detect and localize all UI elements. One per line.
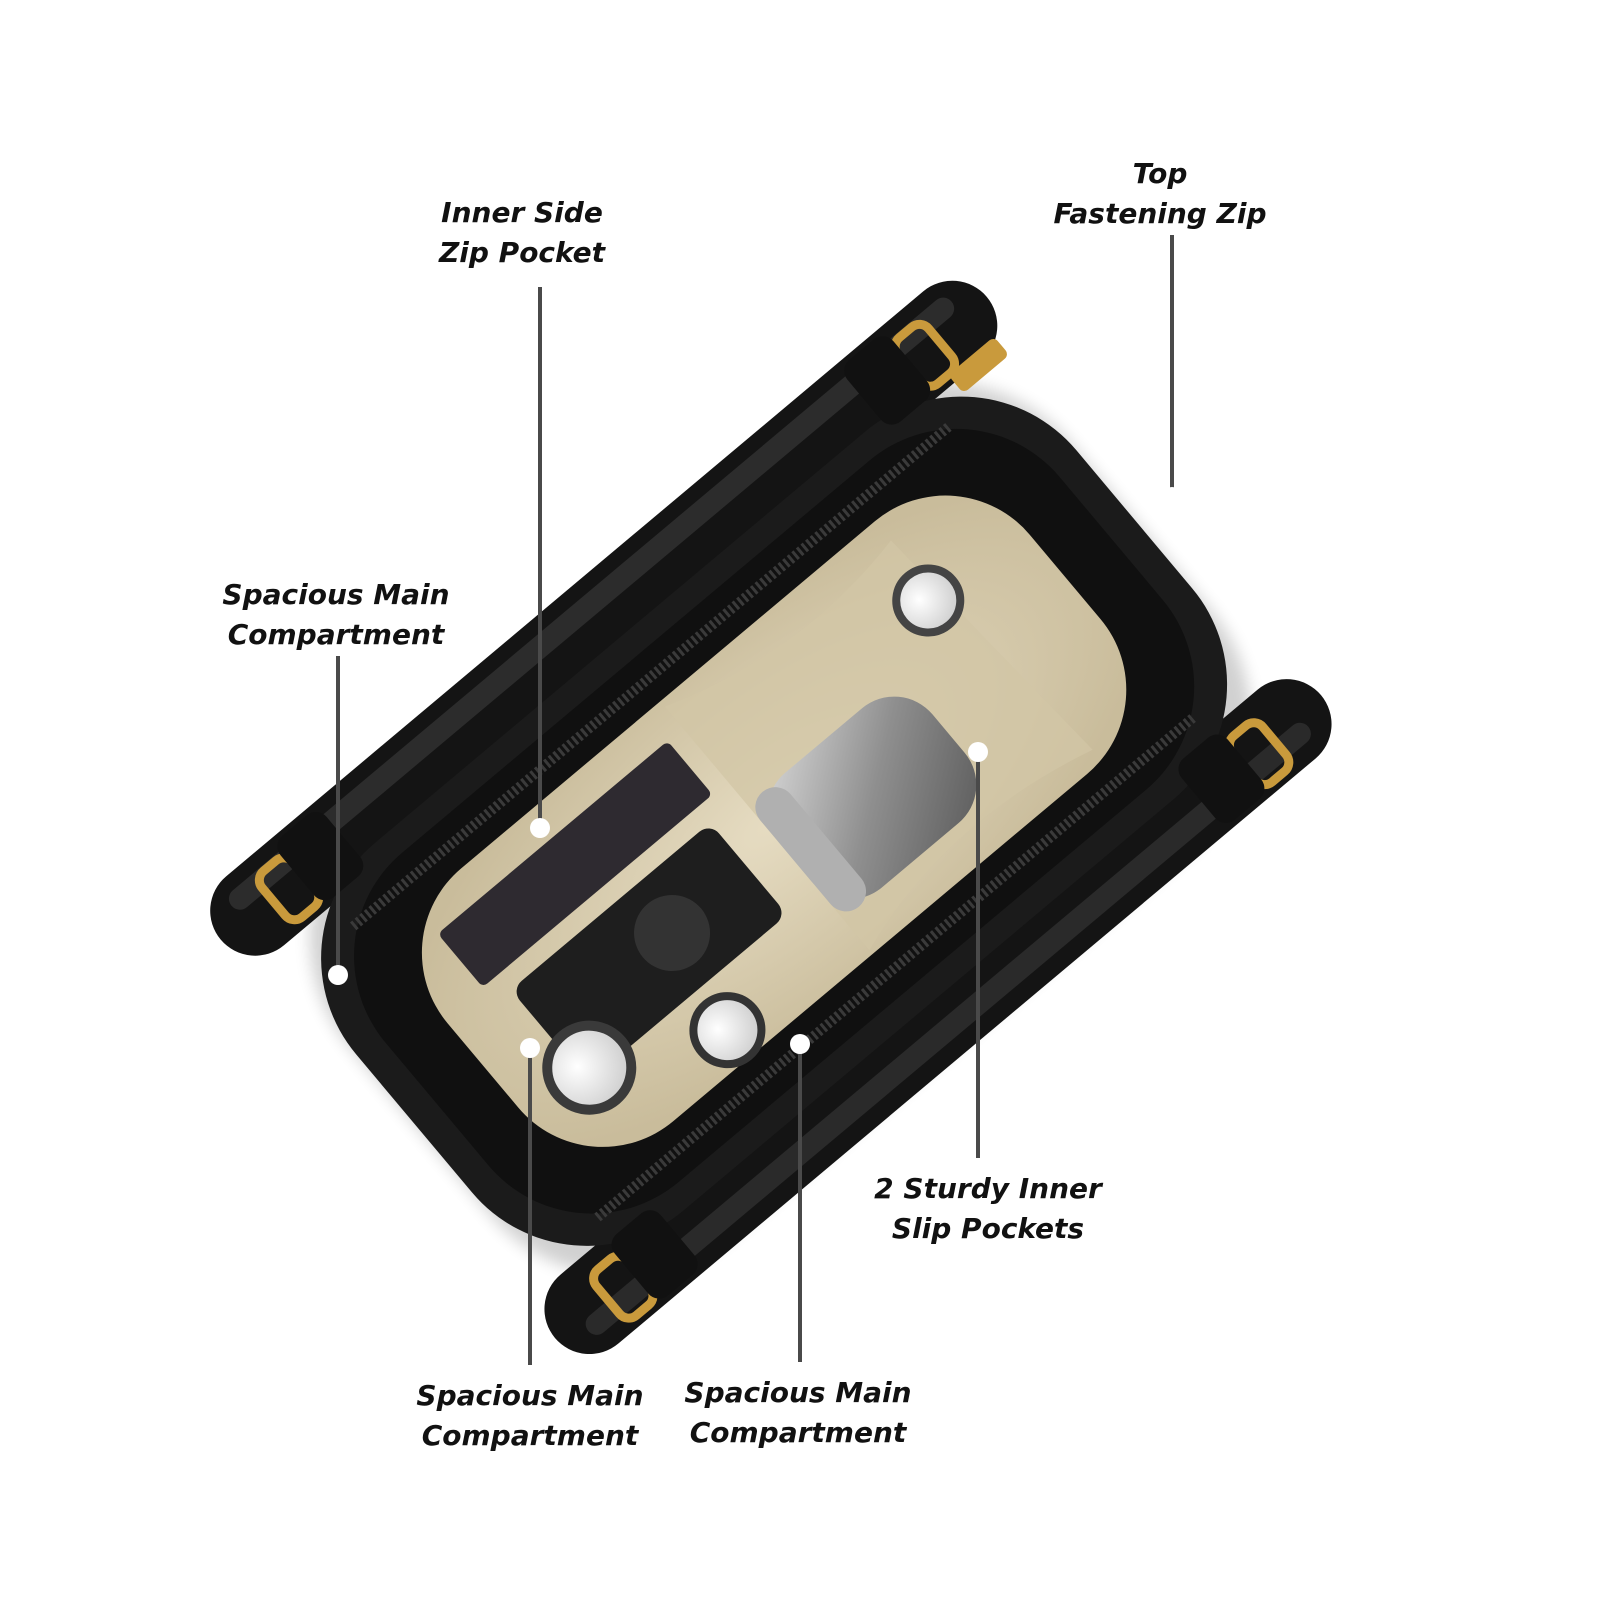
bottle-cap-3 [892, 564, 965, 637]
label-line: Spacious Main [684, 1376, 912, 1409]
bottom-zip-track [594, 712, 1199, 1222]
handle-tab-1 [277, 811, 364, 901]
handle-tab-3 [611, 1210, 698, 1299]
callout-dot-spacious-bottom-left [520, 1038, 540, 1058]
notebook-item [440, 743, 711, 985]
far-handle-highlight [228, 297, 955, 910]
label-sturdy-inner-slip-pockets: 2 Sturdy Inner Slip Pockets [874, 1169, 1102, 1249]
label-line: Spacious Main [416, 1379, 644, 1412]
bottle-cap-2 [689, 992, 766, 1069]
label-line: Top [1132, 157, 1188, 190]
label-line: Compartment [689, 1416, 907, 1449]
silver-tin-rim [755, 787, 867, 912]
far-handle [210, 280, 998, 956]
label-line: Zip Pocket [438, 236, 606, 269]
callout-dot-inner-side-zip [530, 818, 550, 838]
label-inner-side-zip-pocket: Inner Side Zip Pocket [439, 193, 605, 273]
label-line: Compartment [421, 1419, 639, 1452]
label-top-fastening-zip: Top Fastening Zip [1053, 154, 1266, 234]
label-line: Fastening Zip [1053, 197, 1267, 230]
label-line: Slip Pockets [891, 1212, 1085, 1245]
callout-dot-spacious-bottom-right [790, 1034, 810, 1054]
label-line: Inner Side [441, 196, 603, 229]
label-line: 2 Sturdy Inner [874, 1172, 1102, 1205]
near-handle-highlight [585, 722, 1311, 1335]
callout-dot-slip-pockets [968, 742, 988, 762]
handle-tabs [277, 336, 1265, 1299]
zip-pull [950, 338, 1007, 392]
handle-tab-4 [1178, 734, 1265, 823]
callout-dot-top-fastening-zip [1162, 487, 1182, 507]
label-line: Spacious Main [222, 578, 450, 611]
callout-lines [336, 235, 1174, 1365]
handle-tab-2 [844, 336, 931, 425]
bottle-cap-1 [542, 1020, 637, 1115]
top-zip-track [349, 421, 954, 931]
case-knob [634, 894, 711, 971]
callout-dot-spacious-left [328, 965, 348, 985]
callout-dots [328, 487, 1182, 1058]
label-line: Compartment [227, 618, 445, 651]
label-spacious-main-left: Spacious Main Compartment [222, 575, 449, 655]
label-spacious-main-bottom-right: Spacious Main Compartment [684, 1373, 911, 1453]
near-handle [544, 679, 1332, 1355]
label-spacious-main-bottom-left: Spacious Main Compartment [416, 1376, 643, 1456]
